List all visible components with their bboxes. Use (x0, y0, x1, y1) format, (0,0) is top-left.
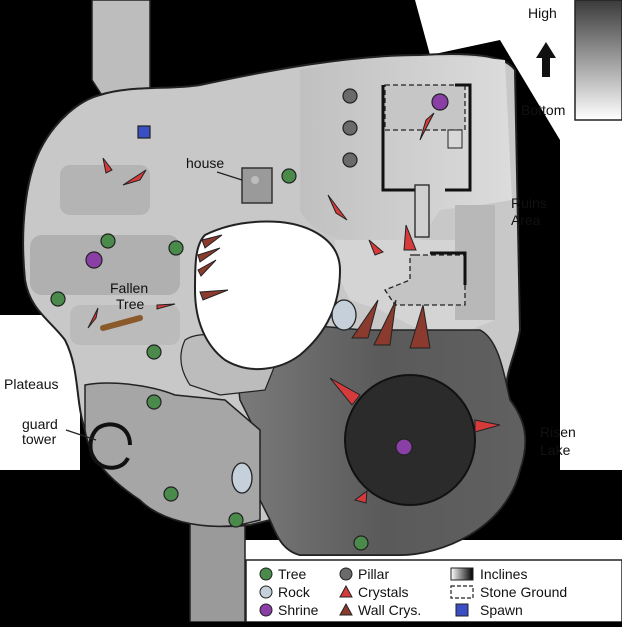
legend-tree-icon (259, 567, 273, 581)
legend-shrine-icon (259, 603, 273, 617)
wall-crystal (197, 259, 217, 277)
legend-stone-ground-icon (450, 585, 474, 599)
wall-crystal (199, 289, 229, 301)
risen-lake (344, 374, 476, 506)
label-fallen-tree-2: Tree (116, 296, 144, 312)
label-guard-tower-2: tower (22, 431, 57, 447)
legend-spawn-icon (455, 603, 469, 617)
shrine (85, 251, 103, 269)
pillar (342, 120, 358, 136)
legend-pillar-icon (339, 567, 353, 581)
legend-stone-ground: Stone Ground (480, 584, 567, 600)
crystals (87, 112, 501, 504)
spawn-marker (137, 125, 151, 139)
label-ruins-2: Area (511, 212, 541, 228)
label-house: house (186, 155, 224, 171)
tree (50, 291, 66, 307)
tree (228, 512, 244, 528)
ruins-walls-upper (381, 83, 472, 192)
pillar (342, 152, 358, 168)
wall-crystal (351, 299, 379, 339)
shrine (395, 438, 413, 456)
shrine (431, 93, 449, 111)
crystal (122, 169, 147, 186)
guard-tower (88, 422, 132, 470)
wall-crystal (373, 299, 397, 346)
crystal (419, 112, 435, 141)
legend-crystals: Crystals (358, 584, 409, 600)
house-building (241, 167, 273, 204)
legend-box (245, 559, 622, 623)
legend-rock-icon (259, 585, 273, 599)
terrain-patch (60, 165, 150, 215)
guard-tower-pointer (65, 429, 97, 441)
ruins-pillar-bridge (414, 184, 430, 238)
label-fallen-tree-1: Fallen (110, 280, 148, 296)
rock (231, 462, 253, 494)
legend-inclines: Inclines (480, 566, 527, 582)
house-pointer (216, 171, 243, 181)
tree (168, 240, 184, 256)
legend-wall-crystal-icon (339, 602, 353, 616)
tree (100, 233, 116, 249)
wall-crystals (197, 234, 431, 349)
pillars (342, 88, 358, 168)
legend-crystal-icon (339, 584, 353, 598)
terrain-patch (30, 235, 180, 295)
ruins-block (447, 129, 463, 149)
north-corridor (91, 0, 151, 101)
label-ruins-1: Ruins (511, 195, 547, 211)
west-plateau (84, 382, 261, 528)
label-risen-lake-1: Risen (540, 424, 576, 440)
arrow-up-icon (536, 42, 556, 77)
label-plateaus: Plateaus (4, 376, 58, 392)
legend-shrine: Shrine (278, 602, 319, 618)
crystal (474, 419, 501, 433)
crystal (327, 194, 348, 221)
crystal (87, 307, 99, 329)
elevation-gradient (574, 0, 622, 121)
crystal (329, 377, 361, 406)
legend-rock: Rock (278, 584, 311, 600)
rock (331, 299, 357, 331)
tree (146, 394, 162, 410)
trees (50, 168, 369, 551)
crystal (403, 224, 417, 251)
pillar (342, 88, 358, 104)
legend-tree: Tree (278, 566, 306, 582)
crystal (102, 157, 113, 174)
label-guard-tower-1: guard (22, 416, 58, 432)
tree (146, 344, 162, 360)
central-pit (193, 220, 342, 371)
crystal (156, 303, 176, 310)
elevation-scale: High Bottom (521, 0, 622, 121)
scale-high-label: High (528, 5, 557, 21)
tree (353, 535, 369, 551)
plateau-left-white (0, 315, 80, 470)
legend: Tree Rock Shrine Pillar Crystals Wall Cr… (245, 559, 622, 623)
crystal (368, 239, 384, 256)
wall-crystal (201, 234, 223, 249)
label-risen-lake-2: Lake (540, 442, 571, 458)
legend-spawn: Spawn (480, 602, 523, 618)
legend-wall-crystals: Wall Crys. (358, 602, 421, 618)
outer-ground-white (415, 0, 622, 470)
scale-bottom-label: Bottom (521, 102, 565, 118)
house-detail (251, 176, 259, 184)
crystal (353, 489, 368, 504)
fallen-tree (100, 315, 143, 331)
wall-crystal (197, 247, 221, 263)
legend-incline-icon (450, 567, 474, 581)
shrines (85, 93, 449, 456)
ruins-walls-lower (430, 251, 467, 285)
wall-crystal (409, 304, 431, 349)
tree (281, 168, 297, 184)
legend-pillar: Pillar (358, 566, 389, 582)
tree (163, 486, 179, 502)
